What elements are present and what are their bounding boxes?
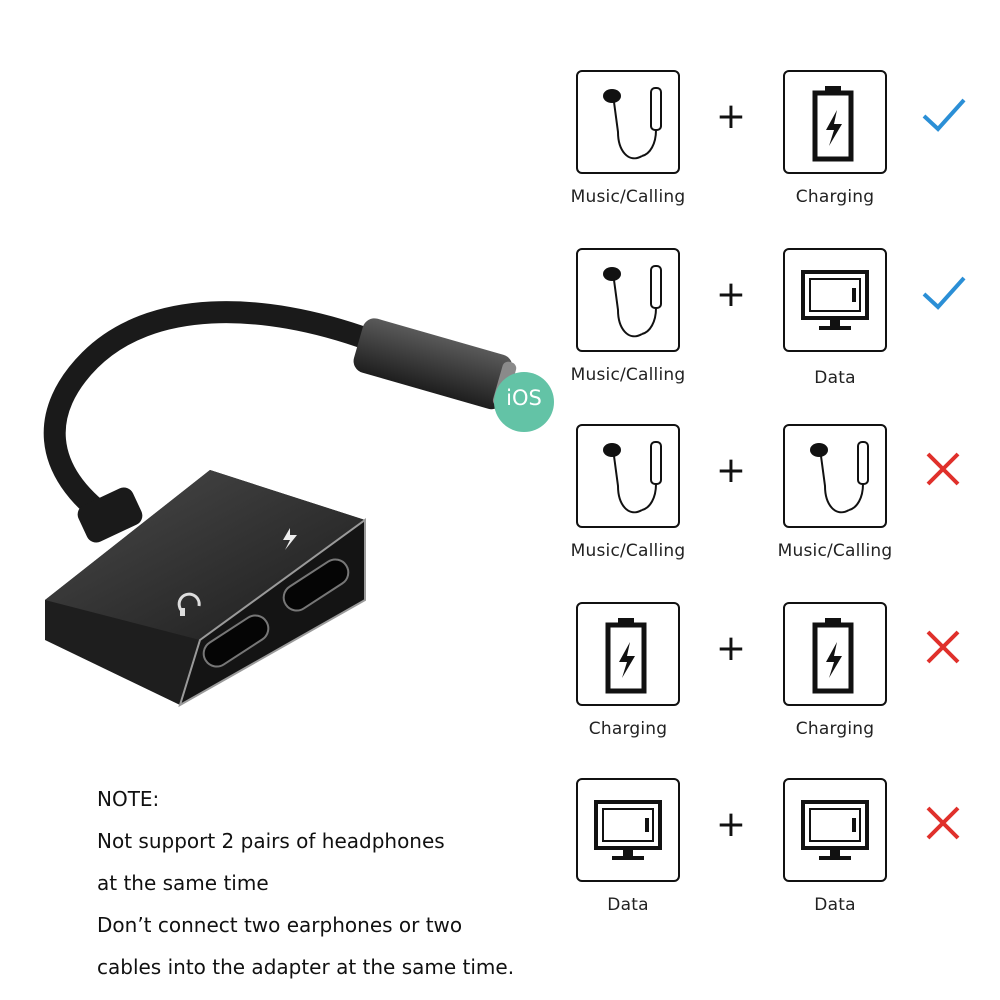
earphone-icon [603,87,662,160]
combo-row: + Data Data [560,778,990,928]
combo-right-label: Data [814,895,856,915]
combo-right-label: Data [814,368,856,388]
note-line: cables into the adapter at the same time… [97,955,515,979]
note-line: Not support 2 pairs of headphones [97,829,445,853]
plus-sign: + [715,450,747,491]
cross-icon [926,452,960,486]
plus-sign: + [715,628,747,669]
charging-card [783,70,887,174]
battery-charging-icon [812,86,854,162]
usage-note: NOTE: Not support 2 pairs of headphones … [97,778,567,988]
note-line: at the same time [97,871,269,895]
data-card [783,248,887,352]
combo-left-label: Music/Calling [570,541,686,561]
earphone-card [576,248,680,352]
adapter-body [45,470,366,708]
cross-icon [926,630,960,664]
combo-row: + Music/Calling Music/Calling [560,424,990,574]
combo-left-label: Data [607,895,649,915]
combo-row: + Music/Calling Data [560,248,990,398]
earphone-icon [603,441,662,514]
earphone-icon [603,265,662,338]
combo-right-label: Charging [795,187,875,207]
combo-left-label: Music/Calling [570,187,686,207]
charging-card [576,602,680,706]
earphone-card [576,70,680,174]
check-icon [922,276,966,310]
cross-icon [926,806,960,840]
adapter-illustration [43,301,554,708]
combo-right-label: Charging [795,719,875,739]
note-line: Don’t connect two earphones or two [97,913,463,937]
monitor-icon [594,800,662,860]
data-card [576,778,680,882]
combo-left-label: Music/Calling [570,365,686,385]
plus-sign: + [715,96,747,137]
ios-badge [494,372,554,432]
note-heading: NOTE: [97,787,160,811]
charging-card [783,602,887,706]
combo-row: + Charging Charging [560,602,990,752]
data-card [783,778,887,882]
monitor-icon [801,270,869,330]
battery-charging-icon [812,618,854,694]
combo-left-label: Charging [588,719,668,739]
earphone-card [576,424,680,528]
cable [43,301,381,531]
ios-badge-label: iOS [506,386,542,410]
plus-sign: + [715,804,747,845]
combo-row: + Music/Calling Charging [560,70,990,220]
earphone-card [783,424,887,528]
plus-sign: + [715,274,747,315]
monitor-icon [801,800,869,860]
check-icon [922,98,966,132]
earphone-icon [810,441,869,514]
combo-right-label: Music/Calling [777,541,893,561]
battery-charging-icon [605,618,647,694]
